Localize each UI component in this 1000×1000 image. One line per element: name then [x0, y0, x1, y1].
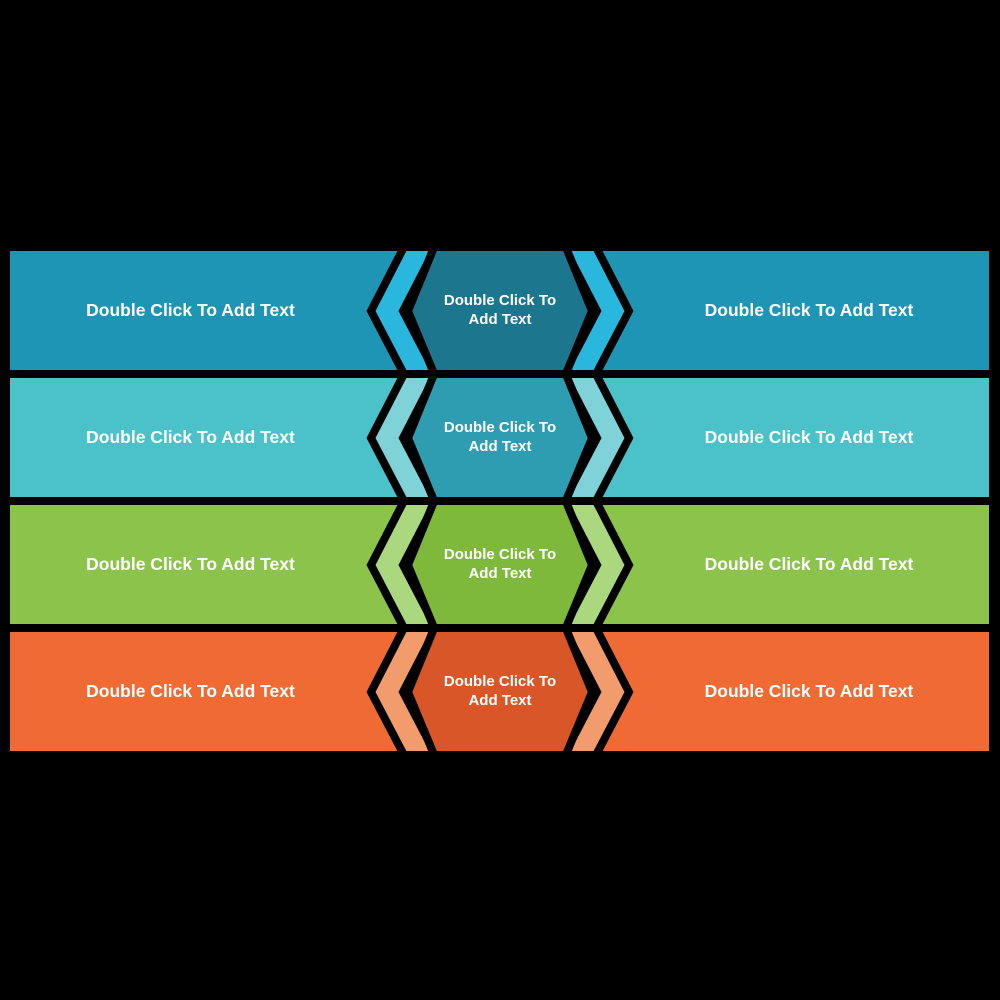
hexagon-shape[interactable]: [403, 378, 597, 497]
left-text-placeholder[interactable]: Double Click To Add Text: [86, 681, 295, 701]
process-row-2: Double Click To Add Text Double Click To…: [0, 378, 1000, 497]
hexagon-shape[interactable]: [403, 632, 597, 751]
hexagon-text-placeholder[interactable]: Double Click To Add Text: [420, 378, 580, 497]
right-text-placeholder[interactable]: Double Click To Add Text: [704, 427, 914, 447]
hexagon-text-line2: Add Text: [468, 310, 532, 328]
process-row-1: Double Click To Add Text Double Click To…: [0, 251, 1000, 370]
hexagon-text-line2: Add Text: [468, 691, 532, 709]
hexagon-shape[interactable]: [403, 251, 597, 370]
hexagon-text-line1: Double Click To: [443, 673, 557, 690]
row-2-shapes: [10, 378, 989, 497]
right-text-placeholder[interactable]: Double Click To Add Text: [704, 300, 914, 320]
right-text-placeholder[interactable]: Double Click To Add Text: [704, 681, 914, 701]
right-text-placeholder[interactable]: Double Click To Add Text: [704, 554, 914, 574]
row-4-shapes: [10, 632, 989, 751]
hexagon-text-placeholder[interactable]: Double Click To Add Text: [420, 632, 580, 751]
hexagon-text-placeholder[interactable]: Double Click To Add Text: [420, 505, 580, 624]
row-1-shapes: [10, 251, 989, 370]
hexagon-shape[interactable]: [403, 505, 597, 624]
row-3-shapes: [10, 505, 989, 624]
hexagon-text-placeholder[interactable]: Double Click To Add Text: [420, 251, 580, 370]
left-text-placeholder[interactable]: Double Click To Add Text: [86, 427, 295, 447]
hexagon-text-line1: Double Click To: [443, 419, 557, 436]
hexagon-text-line2: Add Text: [468, 564, 532, 582]
hexagon-text-line2: Add Text: [468, 437, 532, 455]
hexagon-text-line1: Double Click To: [443, 292, 557, 309]
hexagon-text-line1: Double Click To: [443, 546, 557, 563]
left-text-placeholder[interactable]: Double Click To Add Text: [86, 300, 295, 320]
process-row-3: Double Click To Add Text Double Click To…: [0, 505, 1000, 624]
process-row-4: Double Click To Add Text Double Click To…: [0, 632, 1000, 751]
left-text-placeholder[interactable]: Double Click To Add Text: [86, 554, 295, 574]
